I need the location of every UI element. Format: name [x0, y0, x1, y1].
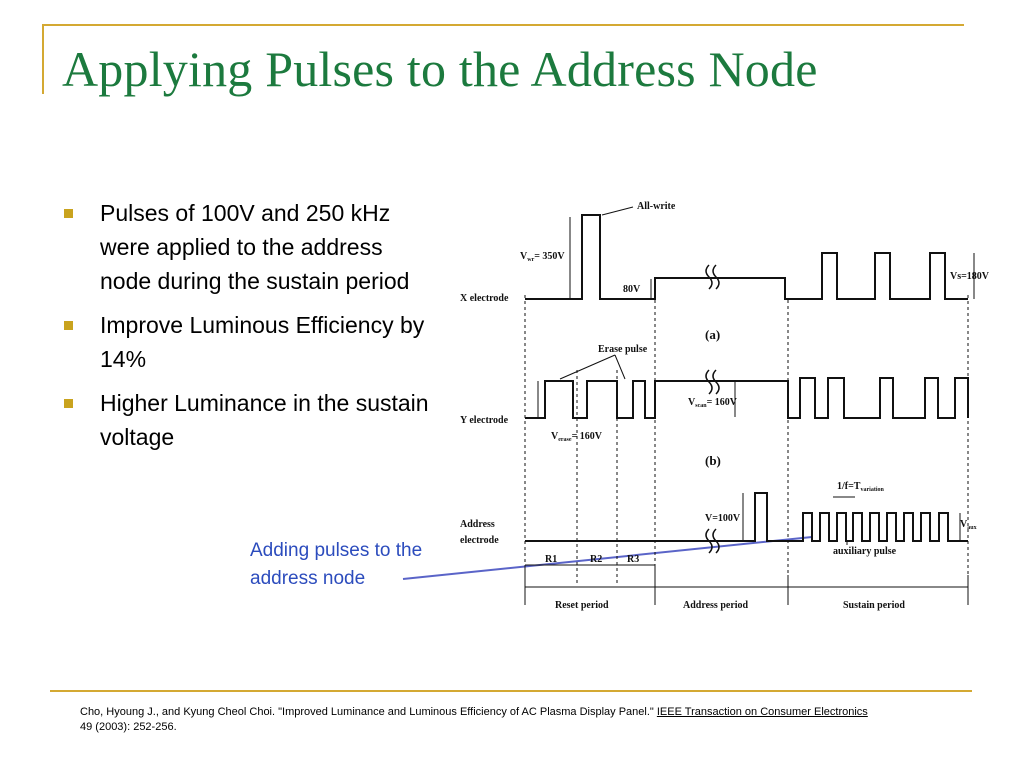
y-electrode-waveform: [525, 377, 969, 419]
panel-a-label: (a): [705, 327, 720, 342]
bullet-item: Higher Luminance in the sustain voltage: [62, 386, 432, 454]
bullet-text: Higher Luminance in the sustain voltage: [100, 390, 429, 450]
footer-rule: [50, 690, 972, 692]
all-write-label: All-write: [637, 201, 676, 212]
bullet-square-icon: [64, 209, 73, 218]
citation: Cho, Hyoung J., and Kyung Cheol Choi. "I…: [80, 705, 880, 735]
r3-label: R3: [627, 554, 639, 565]
frequency-label: 1/f=Tvariation: [837, 481, 884, 493]
waveform-diagram: All-write Vwr= 350V 80V Vs=180V X electr…: [460, 201, 990, 611]
x-electrode-label: X electrode: [460, 293, 509, 304]
address-electrode-label-2: electrode: [460, 535, 499, 546]
panel-b-label: (b): [705, 453, 721, 468]
va-label: V=100V: [705, 513, 741, 524]
y-electrode-label: Y electrode: [460, 415, 509, 426]
citation-text: Cho, Hyoung J., and Kyung Cheol Choi. "I…: [80, 706, 657, 718]
slide-title: Applying Pulses to the Address Node: [62, 41, 818, 97]
80v-label: 80V: [623, 284, 641, 295]
verase-label: Verase= 160V: [551, 431, 603, 443]
erase-pulse-label: Erase pulse: [598, 344, 648, 355]
annotation-label: Adding pulses to the address node: [250, 540, 423, 589]
sustain-period-label: Sustain period: [843, 600, 905, 611]
r2-label: R2: [590, 554, 602, 565]
bullet-list: Pulses of 100V and 250 kHz were applied …: [62, 196, 432, 464]
auxiliary-pulse-label: auxiliary pulse: [833, 546, 897, 557]
bullet-item: Pulses of 100V and 250 kHz were applied …: [62, 196, 432, 298]
x-electrode-waveform: [525, 214, 968, 300]
citation-rest: 49 (2003): 252-256.: [80, 721, 177, 733]
vaux-label: Vaux: [960, 519, 977, 531]
vscan-label: Vscan= 160V: [688, 397, 738, 409]
left-rule: [42, 24, 44, 94]
address-electrode-label-1: Address: [460, 519, 495, 530]
citation-journal-link[interactable]: IEEE Transaction on Consumer Electronics: [656, 706, 868, 718]
bullet-text: Improve Luminous Efficiency by 14%: [100, 312, 425, 372]
top-rule: [42, 24, 964, 26]
address-electrode-waveform: [525, 492, 968, 542]
r1-label: R1: [545, 554, 557, 565]
address-period-label: Address period: [683, 600, 749, 611]
vw-label: Vwr= 350V: [520, 251, 565, 263]
reset-period-label: Reset period: [555, 600, 609, 611]
bullet-square-icon: [64, 399, 73, 408]
bullet-square-icon: [64, 321, 73, 330]
bullet-item: Improve Luminous Efficiency by 14%: [62, 308, 432, 376]
vs-label: Vs=180V: [950, 271, 990, 282]
bullet-text: Pulses of 100V and 250 kHz were applied …: [100, 200, 410, 294]
